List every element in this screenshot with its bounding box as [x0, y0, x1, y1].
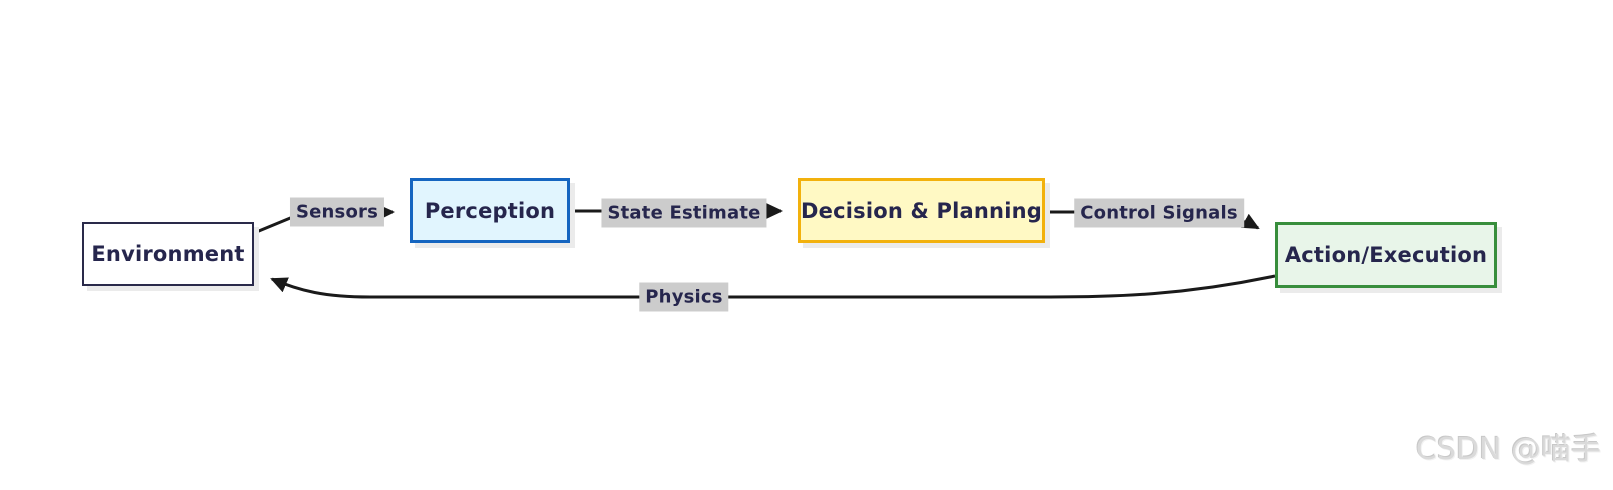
node-action-execution: Action/Execution	[1275, 222, 1497, 288]
edge-label-physics: Physics	[639, 282, 729, 312]
node-perception: Perception	[410, 178, 570, 243]
node-perception-label: Perception	[424, 198, 556, 223]
csdn-watermark: CSDN @喵手	[1415, 432, 1601, 467]
edge-label-state-estimate: State Estimate	[601, 198, 767, 228]
node-environment-label: Environment	[91, 242, 245, 266]
node-environment: Environment	[82, 222, 254, 286]
edge-label-control-signals: Control Signals	[1074, 198, 1244, 228]
node-decision-planning: Decision & Planning	[798, 178, 1045, 243]
node-action-execution-label: Action/Execution	[1284, 243, 1488, 267]
node-decision-planning-label: Decision & Planning	[801, 198, 1042, 223]
edge-label-sensors: Sensors	[289, 197, 385, 227]
edge-action-environment	[270, 274, 1276, 299]
